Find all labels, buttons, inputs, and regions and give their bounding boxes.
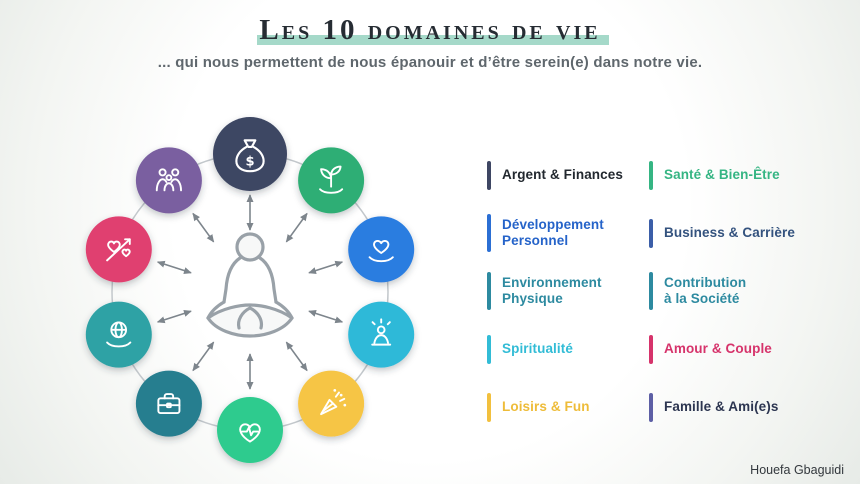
center-to-family-arrow: [192, 212, 215, 243]
center-to-hands-globe-arrow: [156, 310, 192, 324]
legend-item-amour-couple: Amour & Couple: [649, 334, 827, 364]
domain-circle-sprout-hand: [298, 147, 365, 214]
legend-item-famille-amis: Famille & Ami(e)s: [649, 392, 827, 422]
legend-item-spiritualite: Spiritualité: [487, 334, 649, 364]
domain-circle-hands-heart: [348, 216, 415, 283]
header: Les 10 domaines de vie ... qui nous perm…: [0, 14, 860, 71]
legend-label: Amour & Couple: [664, 340, 772, 356]
domain-circle-meditation: [348, 301, 415, 368]
author-credit: Houefa Gbaguidi: [750, 463, 844, 477]
life-domains-wheel: $: [85, 117, 415, 463]
legend-item-developpement-personnel: Développement Personnel: [487, 214, 649, 252]
legend-color-bar: [649, 272, 653, 310]
legend-color-bar: [487, 334, 491, 364]
legend-color-bar: [487, 214, 491, 252]
page-title: Les 10 domaines de vie: [257, 14, 609, 47]
legend-label: Loisirs & Fun: [502, 398, 590, 414]
domain-circle-money-bag: [213, 117, 287, 191]
domain-circle-briefcase: [135, 370, 202, 437]
legend-item-environnement-physique: Environnement Physique: [487, 272, 649, 310]
legend-item-contribution-societe: Contribution à la Société: [649, 272, 827, 310]
domain-circle-hands-globe: [85, 301, 152, 368]
center-to-hands-heart-arrow: [308, 260, 344, 274]
legend-label: Santé & Bien-Être: [664, 166, 780, 182]
wheel-arrows: [156, 194, 344, 390]
legend-color-bar: [487, 392, 491, 422]
legend-color-bar: [649, 334, 653, 364]
legend-item-loisirs-fun: Loisirs & Fun: [487, 392, 649, 422]
legend-color-bar: [649, 218, 653, 248]
domain-circle-heart-pulse: [217, 397, 283, 463]
legend-item-argent-finances: Argent & Finances: [487, 160, 649, 190]
domain-circle-love-hearts: [85, 216, 152, 283]
center-to-party-popper-arrow: [285, 341, 308, 372]
legend-label: Argent & Finances: [502, 166, 623, 182]
wheel-domains: [85, 117, 415, 463]
page-title-text: Les 10 domaines de vie: [259, 14, 601, 46]
legend-item-business-carriere: Business & Carrière: [649, 218, 827, 248]
legend-label: Développement Personnel: [502, 216, 604, 248]
legend-label: Famille & Ami(e)s: [664, 398, 779, 414]
meditating-person-icon: [206, 232, 294, 338]
domain-circle-party-popper: [298, 370, 365, 437]
center-to-love-hearts-arrow: [156, 260, 192, 274]
legend-label: Contribution à la Société: [664, 274, 747, 306]
center-to-briefcase-arrow: [192, 341, 215, 372]
title-highlight: [257, 35, 609, 45]
legend-item-sante-bien-etre: Santé & Bien-Être: [649, 160, 827, 190]
legend-label: Business & Carrière: [664, 224, 795, 240]
domain-circle-family: [135, 147, 202, 214]
center-to-meditation-arrow: [308, 310, 344, 324]
legend-color-bar: [649, 160, 653, 190]
legend-color-bar: [487, 272, 491, 310]
legend-label: Environnement Physique: [502, 274, 602, 306]
page-subtitle: ... qui nous permettent de nous épanouir…: [157, 54, 703, 71]
legend-label: Spiritualité: [502, 340, 573, 356]
legend-color-bar: [487, 160, 491, 190]
legend-color-bar: [649, 392, 653, 422]
center-to-sprout-hand-arrow: [285, 212, 308, 243]
